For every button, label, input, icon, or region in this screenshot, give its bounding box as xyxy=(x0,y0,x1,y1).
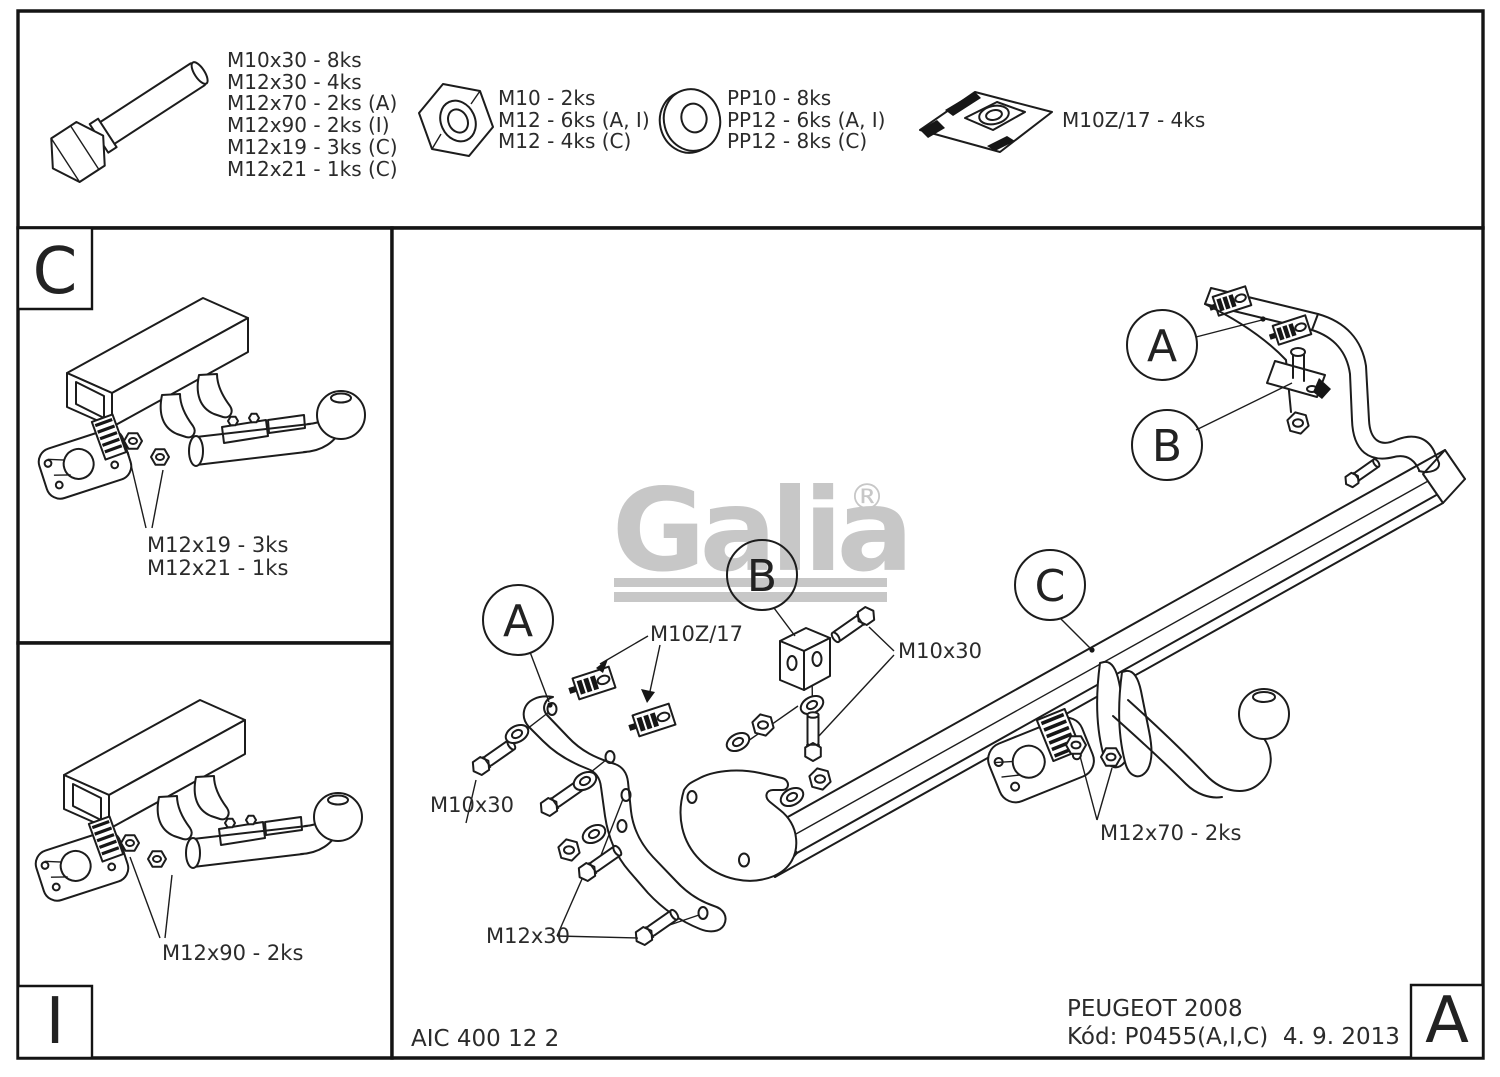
bolt-m12x70-label: M12x70 - 2ks xyxy=(1100,821,1241,845)
nut-size-line: M12 - 6ks (A, I) xyxy=(498,108,650,132)
revision-box xyxy=(1411,985,1483,1058)
ball-arm-drawing xyxy=(983,662,1289,808)
towbar-assembly-c xyxy=(34,297,366,528)
hardware-box-labels: M10x30 - 8ks M12x30 - 4ks M12x70 - 2ks (… xyxy=(227,48,1205,181)
bolt-m10x30-center-label: M10x30 xyxy=(898,639,982,663)
clamp-plate-label: M10Z/17 - 4ks xyxy=(1062,108,1205,132)
bolt-m12x30-label: M12x30 xyxy=(486,924,570,948)
panel-i-letter-box xyxy=(18,986,92,1058)
vehicle-name: PEUGEOT 2008 xyxy=(1067,996,1243,1022)
panel-c-fastener-label: M12x21 - 1ks xyxy=(147,556,288,580)
washer-size-line: PP12 - 6ks (A, I) xyxy=(727,108,886,132)
leader-lines xyxy=(466,316,1292,938)
panel-borders xyxy=(18,11,1483,1058)
panel-c-letter: C xyxy=(33,235,78,309)
callout-a-left-letter: A xyxy=(503,596,533,647)
bolt-size-line: M12x70 - 2ks (A) xyxy=(227,91,397,115)
watermark-brand-text: Galia xyxy=(612,464,908,597)
left-bracket-drawing xyxy=(483,668,813,933)
bolt-size-line: M12x21 - 1ks (C) xyxy=(227,157,398,181)
bolt-size-line: M12x19 - 3ks (C) xyxy=(227,135,398,159)
panel-c-fastener-label: M12x19 - 3ks xyxy=(147,533,288,557)
nut-size-line: M12 - 4ks (C) xyxy=(498,129,631,153)
bolt-size-line: M12x90 - 2ks (I) xyxy=(227,113,390,137)
callout-circle-c-beam xyxy=(1015,550,1085,620)
callout-circle-a-right xyxy=(1127,310,1197,380)
clamp-plate-icon xyxy=(920,92,1052,152)
code-and-date: Kód: P0455(A,I,C) 4. 9. 2013 xyxy=(1067,1024,1400,1050)
detail-panel-labels: M12x19 - 3ks M12x21 - 1ks M12x90 - 2ks xyxy=(147,533,303,965)
callout-circle-a-left xyxy=(483,585,553,655)
title-block: AIC 400 12 2 PEUGEOT 2008 Kód: P0455(A,I… xyxy=(411,996,1400,1052)
washer-size-line: PP12 - 8ks (C) xyxy=(727,129,867,153)
drawing-number: AIC 400 12 2 xyxy=(411,1026,559,1052)
galia-watermark: Galia ® xyxy=(612,464,914,602)
revision-letter: A xyxy=(1425,984,1469,1058)
center-clamp-bracket-drawing xyxy=(780,628,830,690)
clamp-plate-ref-label: M10Z/17 xyxy=(650,622,743,646)
bolt-size-line: M12x30 - 4ks xyxy=(227,70,362,94)
callout-b-center-letter: B xyxy=(747,551,777,602)
bolt-m10x30-left-label: M10x30 xyxy=(430,793,514,817)
panel-i-fastener-label: M12x90 - 2ks xyxy=(162,941,303,965)
right-bracket-drawing xyxy=(1205,285,1439,491)
towbar-assembly-i xyxy=(31,699,363,938)
panel-i-letter: I xyxy=(46,985,65,1059)
panel-c-letter-box xyxy=(18,228,92,309)
callout-b-right-letter: B xyxy=(1152,421,1182,472)
nut-size-line: M10 - 2ks xyxy=(498,86,595,110)
hex-bolt-icon xyxy=(39,48,218,190)
washer-size-line: PP10 - 8ks xyxy=(727,86,831,110)
bolt-size-line: M10x30 - 8ks xyxy=(227,48,362,72)
washer-icon xyxy=(653,83,727,159)
callout-a-right-letter: A xyxy=(1147,321,1177,372)
registered-mark-icon: ® xyxy=(849,477,885,518)
callout-circle-b-right xyxy=(1132,410,1202,480)
callout-circle-b-center xyxy=(727,540,797,610)
main-diagram-labels: A B C A B M10Z/17 M10x30 M10x30 M12x30 M… xyxy=(430,321,1241,948)
hex-nut-icon xyxy=(419,84,493,156)
callout-circles xyxy=(483,310,1202,655)
callout-c-letter: C xyxy=(1035,561,1066,612)
panel-letters: C I A xyxy=(33,235,1469,1059)
